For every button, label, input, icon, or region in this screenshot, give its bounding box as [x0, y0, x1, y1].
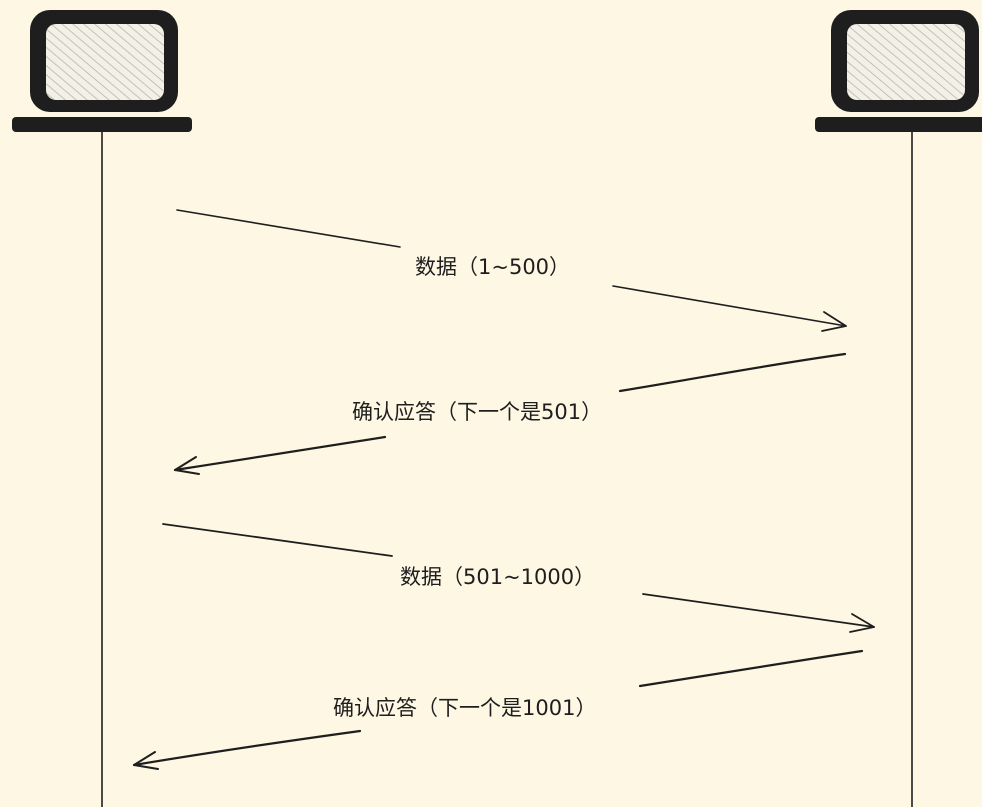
- message-4-line-start: [638, 649, 864, 688]
- message-2-label: 确认应答（下一个是501）: [352, 400, 602, 424]
- message-4-arrowhead: [133, 751, 159, 770]
- message-ack-2: 确认应答（下一个是1001）: [132, 649, 864, 770]
- message-3-arrowhead: [849, 613, 875, 633]
- message-3-line-start: [162, 523, 393, 557]
- message-1-line-end: [612, 285, 847, 327]
- message-1-label: 数据（1~500）: [415, 255, 570, 279]
- message-2-line-start: [618, 352, 847, 393]
- message-data-1: 数据（1~500）: [176, 209, 847, 332]
- message-1-arrowhead: [821, 311, 847, 332]
- message-2-line-end: [173, 435, 387, 472]
- message-4-line-end: [132, 729, 362, 767]
- message-2-arrowhead: [174, 456, 200, 475]
- message-3-label: 数据（501~1000）: [400, 565, 595, 589]
- message-data-2: 数据（501~1000）: [162, 523, 875, 633]
- right-computer-icon: [815, 10, 982, 132]
- message-3-line-end: [642, 593, 875, 628]
- message-ack-1: 确认应答（下一个是501）: [173, 352, 847, 475]
- left-computer-icon: [12, 10, 192, 132]
- message-4-label: 确认应答（下一个是1001）: [333, 696, 596, 720]
- message-1-line-start: [176, 209, 401, 248]
